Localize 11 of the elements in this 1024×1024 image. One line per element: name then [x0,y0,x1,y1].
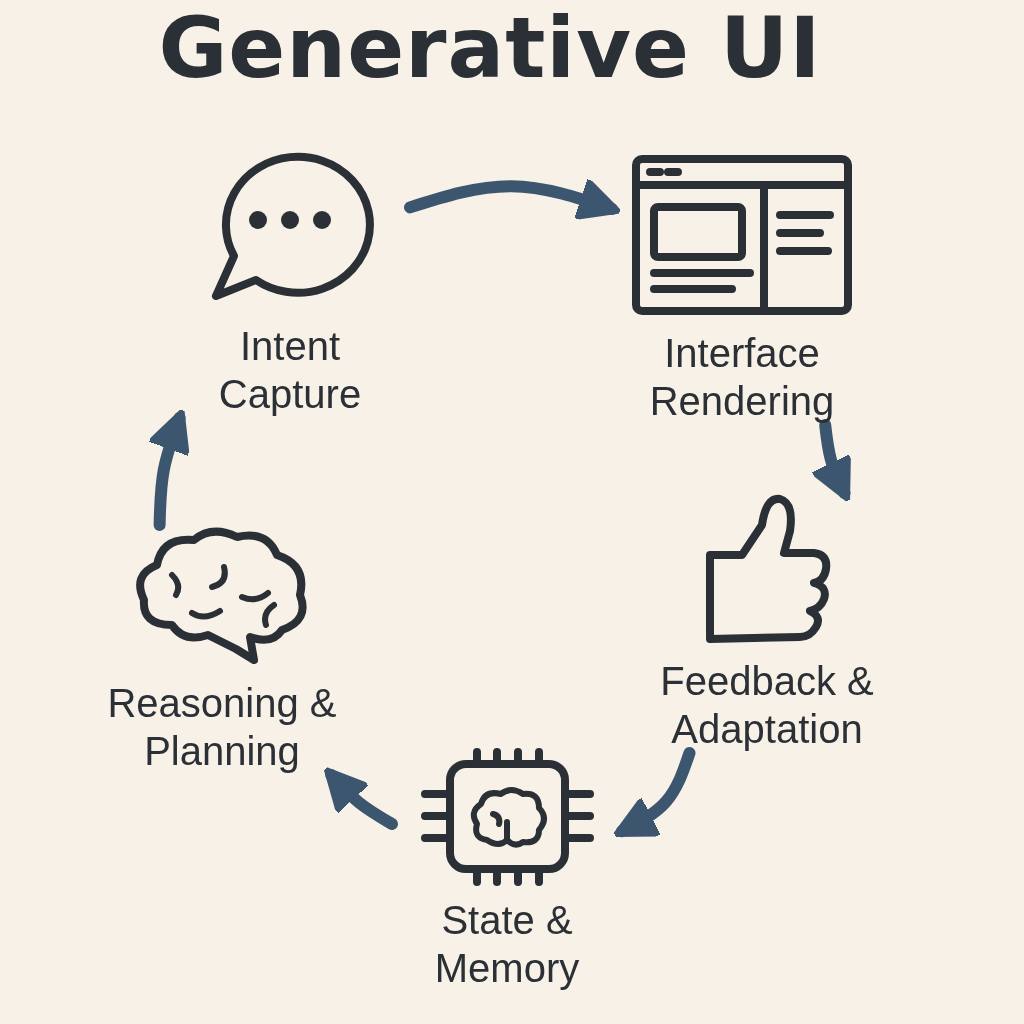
arrow [612,747,696,838]
arrow [810,419,851,503]
arrow [404,177,622,220]
diagram-title: Generative UI [157,0,823,98]
node-label: Feedback & Adaptation [659,658,875,753]
node-label: Interface Rendering [648,330,836,425]
node-label: State & Memory [433,897,581,992]
node-label: Reasoning & Planning [106,680,338,775]
arrow [147,408,190,531]
node-label: Intent Capture [217,323,363,418]
arrow [323,766,398,830]
